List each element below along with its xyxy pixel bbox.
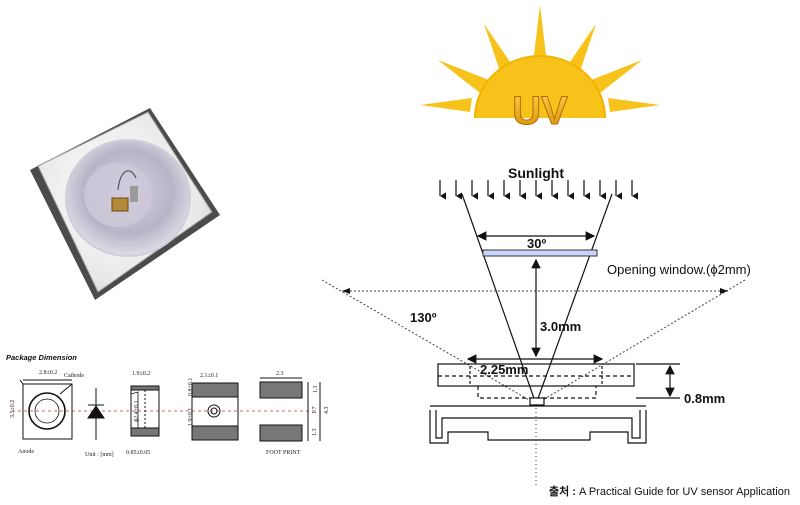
dim-side-w: 1.9±0.2: [132, 371, 150, 377]
uv-sun-logo: UV: [420, 5, 660, 134]
anode-label: Anode: [18, 449, 34, 455]
sunlight-arrows: [439, 180, 638, 200]
package-side-view: [130, 385, 160, 437]
angle-130-label: 130º: [410, 310, 437, 325]
dim-side-h: ϕ2.4±0.1: [134, 401, 140, 422]
dim-top-w: 2.8±0.2: [39, 370, 57, 376]
sunlight-label: Sunlight: [508, 165, 564, 181]
sensor-cross-section: [429, 363, 647, 444]
dim-front-h2: 1.9±0.1: [188, 408, 194, 426]
unit-label: Unit : [mm]: [85, 452, 114, 458]
package-front-view: [191, 382, 239, 441]
package-top-view: [19, 379, 73, 440]
uv-logo-text: UV: [512, 89, 568, 133]
dim-side-bottom: 0.85±0.05: [126, 450, 150, 456]
dim-225mm-label: 2.25mm: [480, 362, 528, 377]
caption-text: A Practical Guide for UV sensor Applicat…: [579, 486, 790, 498]
dim-fp-w: 2.3: [276, 371, 284, 377]
angle-30-label: 30º: [527, 236, 546, 251]
arrow-130-right: [720, 288, 728, 294]
dim-08mm-label: 0.8mm: [684, 391, 725, 406]
package-dimension-title: Package Dimension: [6, 353, 77, 362]
dim-08mm: [636, 363, 680, 399]
source-caption: 출처 : A Practical Guide for UV sensor App…: [549, 483, 790, 499]
footprint-label: FOOT PRINT: [266, 450, 301, 456]
package-footprint: [259, 377, 321, 442]
opening-window: [482, 249, 598, 257]
dim-3mm-label: 3.0mm: [540, 319, 581, 334]
dim-left-h: 3.5±0.2: [10, 400, 16, 418]
dim-fp-h3: 1.3: [312, 429, 318, 437]
cone-30: [461, 193, 613, 405]
dim-front-w: 2.1±0.1: [200, 373, 218, 379]
cathode-label: Cathode: [64, 373, 84, 379]
caption-prefix: 출처 :: [549, 486, 576, 498]
cone-130: [321, 279, 746, 405]
led-photo: [30, 108, 220, 300]
diode-symbol: [87, 388, 105, 440]
dim-fp-total: 4.3: [324, 407, 330, 415]
sun-half-disc: [475, 56, 605, 118]
dim-fp-h1: 1.3: [313, 386, 319, 394]
dim-fp-h2: 1.7: [312, 407, 318, 415]
opening-window-label: Opening window.(ϕ2mm): [607, 262, 751, 277]
arrow-130-left: [342, 288, 350, 294]
dim-front-h1: 0.8±0.1: [188, 378, 194, 396]
sun-rays: [420, 5, 660, 112]
